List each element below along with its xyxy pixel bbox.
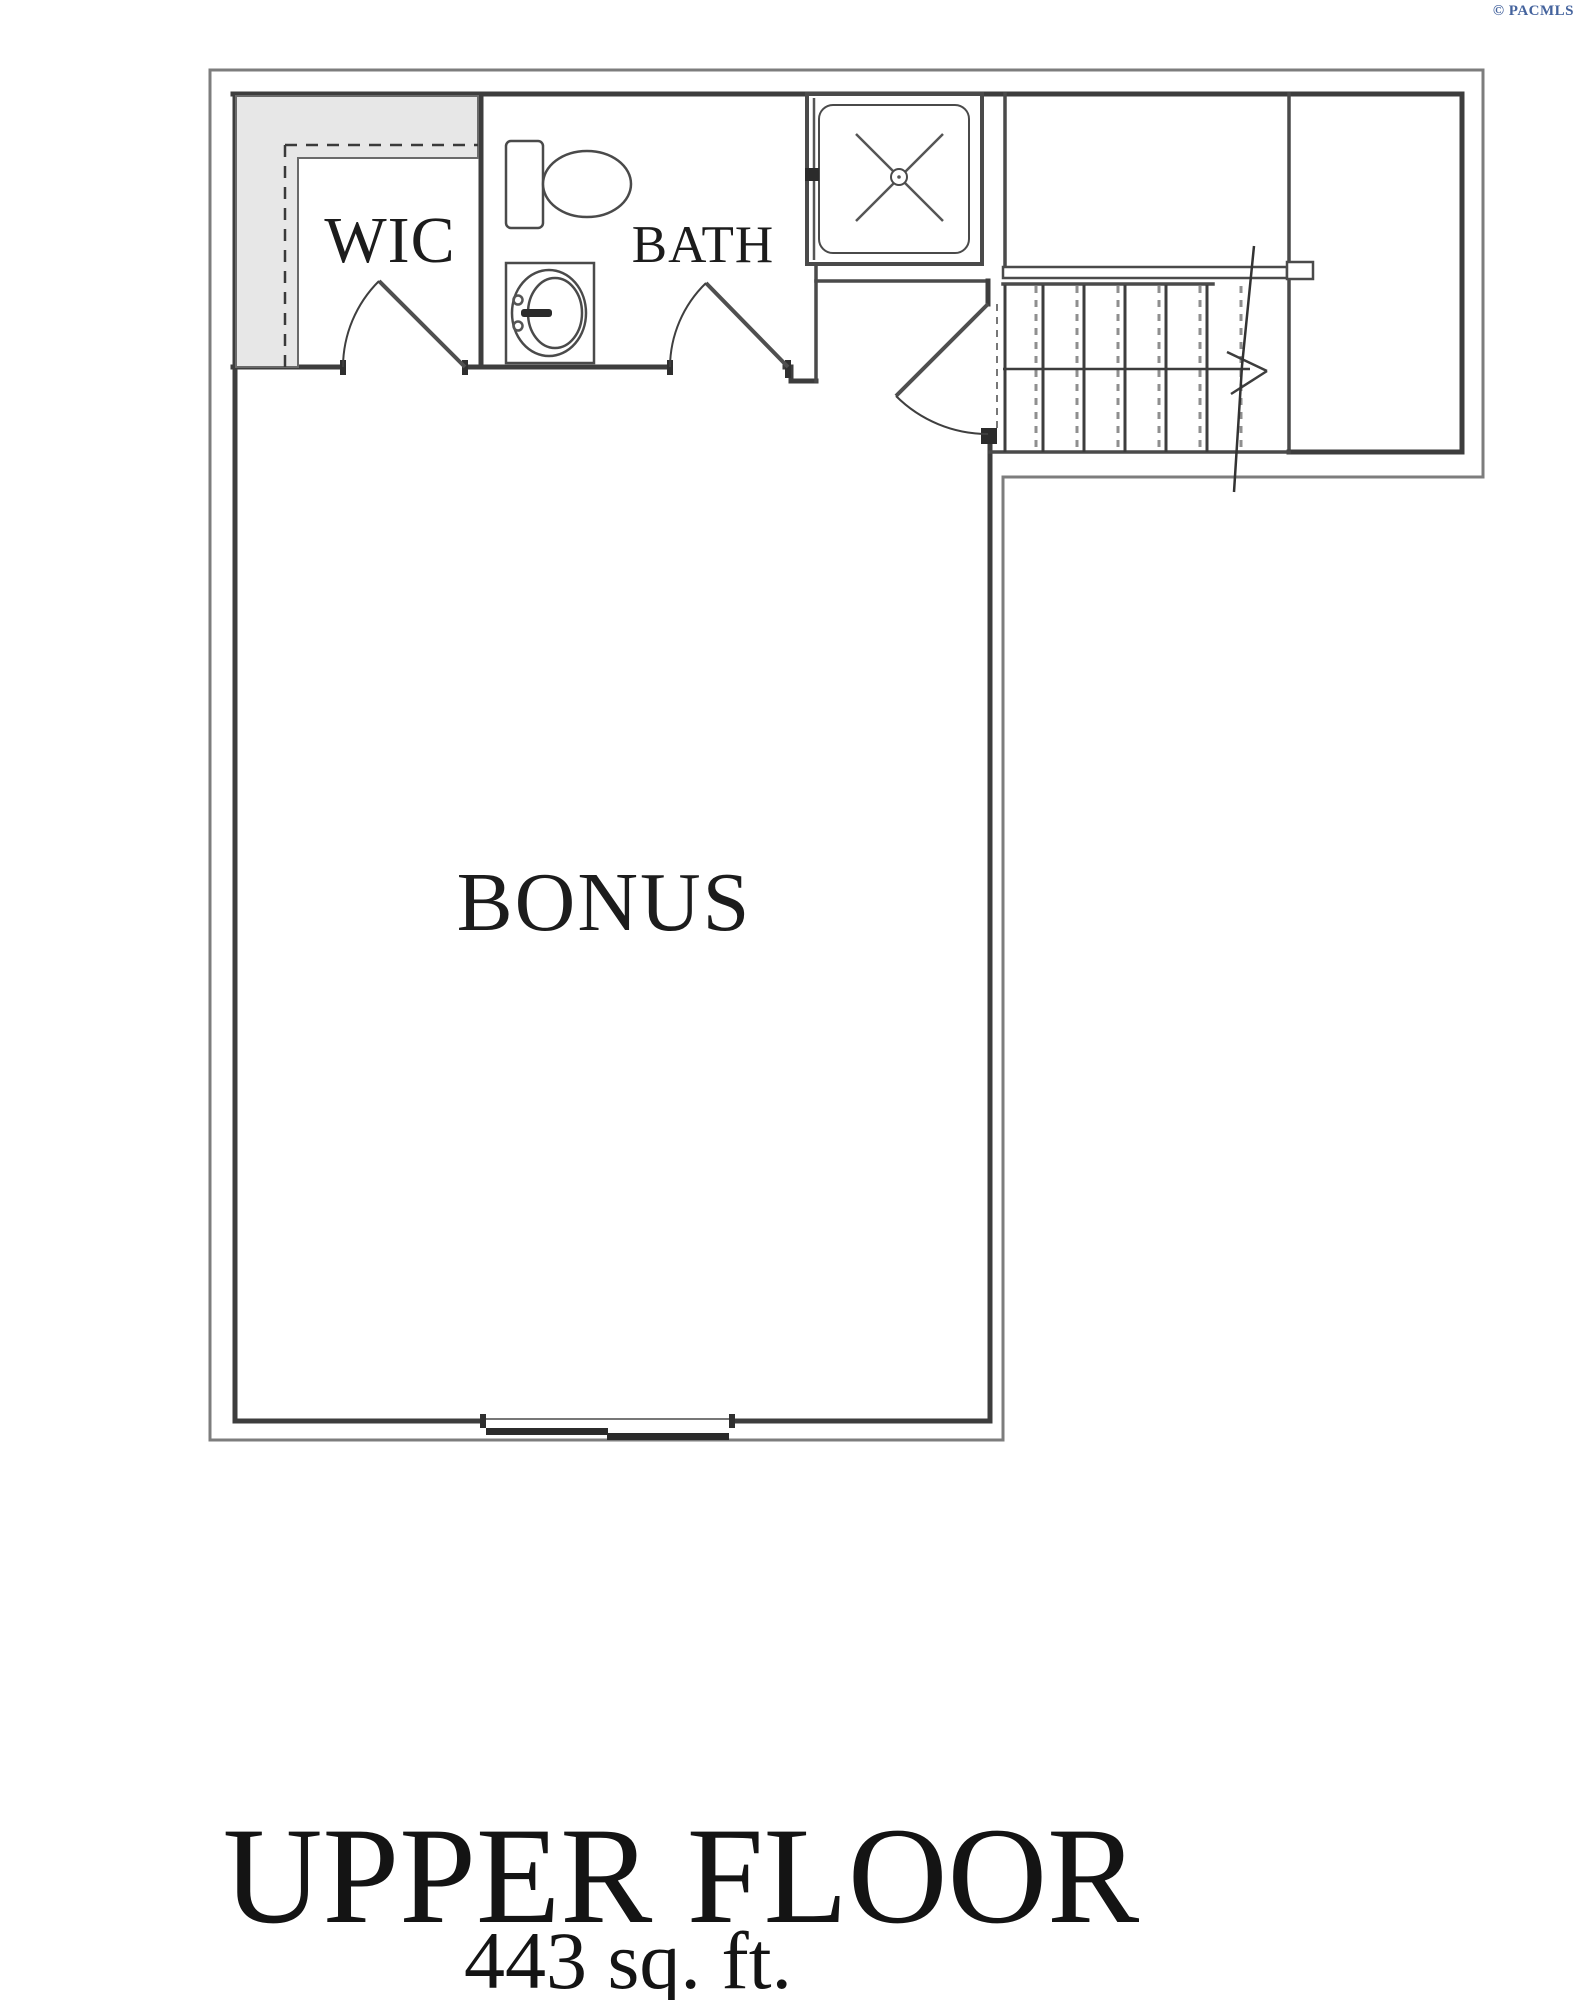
shower-drain-dot	[897, 175, 901, 179]
bath-door	[667, 281, 791, 378]
pacmls-watermark: © PACMLS	[1493, 3, 1574, 19]
closet-rod-line	[283, 143, 478, 367]
floor-title: UPPER FLOOR	[223, 1799, 1139, 1952]
sliding-window	[480, 1414, 735, 1440]
shower-stall	[805, 92, 984, 266]
bath-door-leaf	[704, 281, 790, 369]
bonus-door-leaf	[894, 302, 990, 398]
faucet-handle	[512, 294, 524, 306]
toilet	[504, 139, 633, 230]
stair-break-line	[1232, 245, 1256, 493]
bonus-entry-door	[894, 302, 998, 444]
closet-shelving	[235, 95, 479, 368]
stair-railing-wall	[1001, 265, 1289, 280]
window-sash-left	[486, 1428, 608, 1435]
stair-direction-arrowhead	[1226, 350, 1268, 396]
closet-shelf-band	[235, 95, 479, 368]
bath-room-label: BATH	[632, 216, 774, 274]
faucet-handle	[512, 320, 524, 332]
toilet-tank	[504, 139, 545, 230]
wic-room-label: WIC	[324, 204, 455, 277]
wic-door-leaf	[377, 279, 467, 369]
wic-door	[340, 279, 468, 375]
toilet-bowl	[541, 149, 633, 219]
outer-wall-outline	[208, 68, 1485, 1442]
bath-door-swing-arc	[669, 282, 707, 368]
faucet-spout	[521, 309, 552, 317]
interior-walls	[230, 91, 1465, 1424]
window-sash-right	[607, 1433, 729, 1440]
floor-area: 443 sq. ft.	[464, 1915, 792, 2000]
bonus-door-bottom-jamb	[981, 428, 997, 444]
staircase-up	[988, 245, 1315, 493]
stair-railing-end-cap	[1285, 260, 1315, 281]
bonus-room-label: BONUS	[457, 856, 752, 949]
vanity-sink	[504, 261, 596, 365]
bath-door-jambs	[667, 360, 791, 378]
wic-door-jambs	[340, 360, 468, 375]
shower-door-handle	[805, 168, 819, 181]
bath-bottom-wall	[478, 364, 819, 384]
wic-door-swing-arc	[342, 280, 380, 368]
window-jambs	[480, 1414, 735, 1428]
bonus-door-swing-arc	[895, 395, 989, 436]
